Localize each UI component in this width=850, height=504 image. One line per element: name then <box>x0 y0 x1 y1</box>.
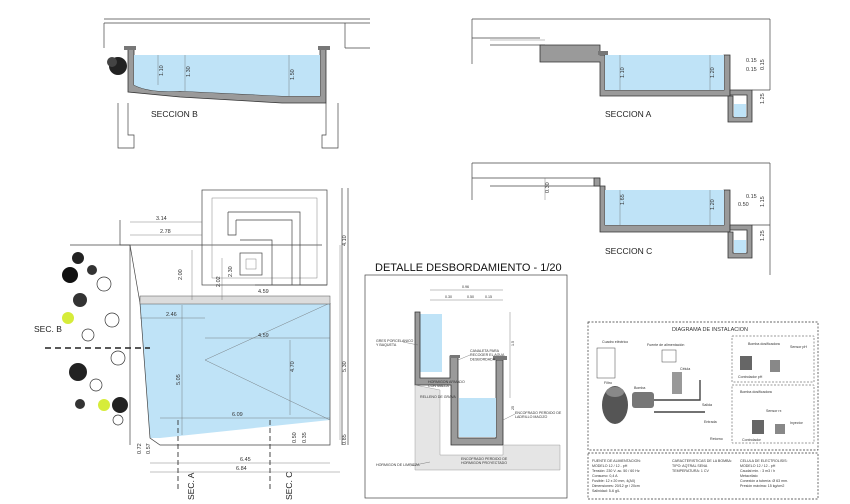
plan-dim-0-72: 0.72 <box>137 443 143 454</box>
plan-sec-c-label: SEC. C <box>284 472 294 500</box>
install-control-ph-label: Controlador pH <box>738 375 763 379</box>
plan-dim-6-45: 6.45 <box>240 457 251 463</box>
plan-dim-2-30: 2.30 <box>228 266 234 277</box>
detail-dim-0-15: 0.15 <box>485 295 492 299</box>
section-c-dim-6: 1.15 <box>760 196 766 207</box>
spec-3-line-5: Presión máxima: 15 kg/cm2 <box>740 484 784 488</box>
section-b-dim-2: 1.30 <box>186 66 192 77</box>
section-c-dim-7: 1.25 <box>760 230 766 241</box>
plan-dim-4-59-top: 4.59 <box>258 289 269 295</box>
section-c-dim-1: 0.30 <box>545 182 551 193</box>
plan-dim-2-78: 2.78 <box>160 229 171 235</box>
overflow-detail-title: DETALLE DESBORDAMIENTO - 1/20 <box>375 262 562 274</box>
install-inyector-label: Inyector <box>790 421 804 425</box>
install-sensor-rx-label: Sensor rx <box>766 409 782 413</box>
spec-1-line-4: Fusible: 12 x 20 mm, 4(A0) <box>592 479 635 483</box>
section-a-dim-4: 1.25 <box>760 93 766 104</box>
section-c-dim-5: 0.50 <box>738 202 749 208</box>
section-b-dim-3: 1.50 <box>290 69 296 80</box>
plan-sec-b-label: SEC. B <box>34 324 62 334</box>
plan-dim-2-46: 2.46 <box>166 312 177 318</box>
garden-plants <box>62 252 128 426</box>
detail-dim-0-96: 0.96 <box>462 285 469 289</box>
overflow-detail: DETALLE DESBORDAMIENTO - 1/20 0.96 0.30 … <box>364 262 568 499</box>
section-a-title: SECCION A <box>605 109 652 119</box>
plan-dim-0-85: 0.85 <box>342 434 348 445</box>
spec-3-line-4: Conexión a tubería: Ø 63 mm. <box>740 479 788 483</box>
plan-dim-3-14: 3.14 <box>156 216 167 222</box>
detail-dim-0-50: 0.50 <box>467 295 474 299</box>
section-c-dim-2: 1.65 <box>620 194 626 205</box>
section-c-title: SECCION C <box>605 246 652 256</box>
plan-dim-0-50: 0.50 <box>292 432 298 443</box>
spec-3-line-3: Metacrilato <box>740 474 758 478</box>
section-a-dim-3: 0.15 <box>746 58 757 64</box>
install-bomba-dos2-label: Bomba dosificadora <box>740 390 772 394</box>
pool-plan-view: 3.14 2.78 2.00 2.02 2.30 4.59 4.10 2.46 … <box>34 188 349 500</box>
spec-2-line-2: TEMPERATURA: 1 CV <box>672 469 709 473</box>
section-a-dim-5: 0.15 <box>760 59 766 70</box>
install-sensor-ph-label: Sensor pH <box>790 345 807 349</box>
section-a-dim-6: 0.15 <box>746 67 757 73</box>
detail-dim-1-5: 1.5 <box>511 341 515 346</box>
spec-2-head: CARACTERISTICAS DE LA BOMBA: <box>672 459 732 463</box>
plan-sec-a-label: SEC. A <box>186 472 196 500</box>
install-title: DIAGRAMA DE INSTALACION <box>672 327 748 333</box>
plan-dim-0-35: 0.35 <box>302 432 308 443</box>
detail-note-7: RELLENO DE GRAVA <box>420 395 456 399</box>
spec-3-line-1: MODELO 12 / 12 - pH <box>740 464 776 468</box>
spec-1-line-3: Consumo: 0,4 A <box>592 474 618 478</box>
section-b-dim-1: 1.10 <box>159 65 165 76</box>
section-c-dim-3: 1.20 <box>710 199 716 210</box>
section-c-drawing: 0.30 1.65 1.20 0.15 0.50 1.15 1.25 SECCI… <box>471 162 771 275</box>
install-celula-label: Célula <box>680 367 690 371</box>
plan-dim-4-59-mid: 4.59 <box>258 333 269 339</box>
install-entrada-label: Entrada <box>704 420 717 424</box>
install-retorno-label: Retorno <box>710 437 723 441</box>
spec-1-line-6: Salinidad: 5-6 g/L <box>592 489 620 493</box>
spec-1-head: FUENTE DE ALIMENTACION: <box>592 459 641 463</box>
install-bomba-dos-label: Bomba dosificadora <box>748 342 780 346</box>
spec-1-line-2: Tensión: 230 V. ac. 50 / 60 Hz <box>592 469 640 473</box>
section-b-title: SECCION B <box>151 109 198 119</box>
spec-1-line-1: MODELO 12 / 12 - pH <box>592 464 628 468</box>
install-salida-label: Salida <box>702 403 712 407</box>
detail-dim-0-30: 0.30 <box>445 295 452 299</box>
install-fuente-label: Fuente de alimentación <box>647 343 684 347</box>
section-a-drawing: 1.10 1.20 0.15 1.25 0.15 0.15 SECCION A <box>471 18 771 123</box>
plan-dim-5-30: 5.30 <box>342 361 348 372</box>
plan-dim-2-02: 2.02 <box>216 276 222 287</box>
section-a-dim-2: 1.20 <box>710 67 716 78</box>
detail-dim-25: 25 <box>511 406 515 410</box>
install-bomba-label: Bomba <box>634 386 645 390</box>
install-control-rx-label: Controlador <box>742 438 762 442</box>
spec-3-line-2: Caudal min. : 3 m3 / h <box>740 469 775 473</box>
detail-note-5: HORMIGON DE LIMPIEZA <box>376 463 420 467</box>
installation-diagram: DIAGRAMA DE INSTALACION Cuadro eléctrico… <box>587 321 819 500</box>
plan-dim-6-84: 6.84 <box>236 466 247 472</box>
plan-dim-4-10: 4.10 <box>342 235 348 246</box>
section-c-dim-4: 0.15 <box>746 194 757 200</box>
spec-1-line-5: Dimensiones: 20/12 gr / 20cm <box>592 484 640 488</box>
section-b-drawing: 1.10 1.30 1.50 SECCION B <box>103 18 370 149</box>
section-a-dim-1: 1.10 <box>620 67 626 78</box>
spec-2-line-1: TIPO: AQTRAL SENA <box>672 464 708 468</box>
plan-dim-6-09: 6.09 <box>232 412 243 418</box>
plan-dim-0-57: 0.57 <box>146 443 152 454</box>
plan-dim-4-70: 4.70 <box>290 361 296 372</box>
install-filtro-label: Filtro <box>604 381 612 385</box>
plan-dim-5-05: 5.05 <box>176 374 182 385</box>
spec-3-head: CELULA DE ELECTROLISIS: <box>740 459 788 463</box>
install-cuadro-label: Cuadro eléctrico <box>602 340 628 344</box>
plan-dim-2-00: 2.00 <box>178 269 184 280</box>
